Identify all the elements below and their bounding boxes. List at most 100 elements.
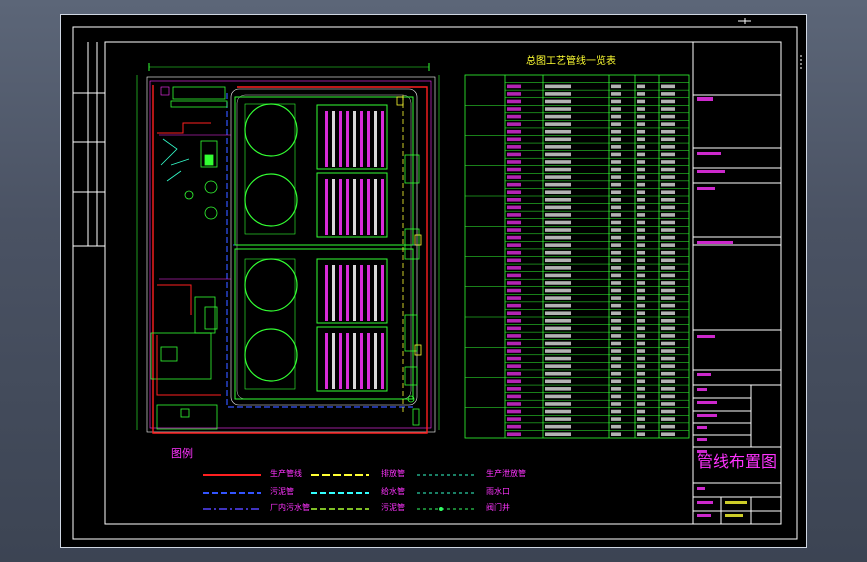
table-cell-text	[611, 250, 621, 255]
table-cell-text	[545, 432, 571, 436]
tank-stripe	[332, 179, 335, 235]
table-cell-text	[661, 167, 675, 172]
table-cell-text	[611, 167, 621, 172]
tank-stripe	[339, 179, 342, 235]
table-cell-text	[507, 281, 521, 285]
table-cell-text	[507, 220, 521, 225]
table-cell-text	[507, 152, 521, 157]
table-cell-text	[661, 145, 675, 149]
table-cell-text	[611, 266, 621, 270]
table-cell-text	[507, 319, 521, 323]
table-cell-text	[637, 243, 645, 247]
tank-stripe	[325, 333, 328, 389]
table-cell-text	[545, 409, 571, 414]
table-cell-text	[661, 379, 675, 384]
table-cell-text	[545, 311, 571, 315]
table-cell-text	[507, 182, 521, 187]
tank-stripe	[374, 333, 377, 389]
tank-stripe	[381, 333, 384, 389]
table-cell-text	[637, 84, 645, 89]
outer-frame	[72, 26, 798, 540]
table-cell-text	[637, 92, 645, 96]
clarifier-tanks	[244, 103, 298, 382]
table-cell-text	[545, 273, 571, 278]
table-cell-text	[637, 228, 645, 232]
tank-stripe	[367, 111, 370, 167]
table-cell-text	[611, 394, 621, 399]
table-cell-text	[611, 220, 621, 225]
table-cell-text	[637, 107, 645, 111]
table-cell-text	[507, 288, 521, 293]
table-cell-text	[637, 114, 645, 119]
table-cell-text	[661, 349, 675, 353]
table-cell-text	[545, 424, 571, 429]
table-cell-text	[637, 402, 645, 406]
table-cell-text	[611, 349, 621, 353]
legend-label: 生产管线	[270, 469, 302, 478]
table-cell-text	[661, 235, 675, 240]
table-cell-text	[637, 432, 645, 436]
title-block-text-marks	[697, 97, 747, 517]
table-cell-text	[507, 129, 521, 134]
tank-stripe	[367, 333, 370, 389]
tank-stripe	[339, 333, 342, 389]
table-cell-text	[611, 235, 621, 240]
table-cell-text	[545, 402, 571, 406]
tank-stripe	[332, 111, 335, 167]
table-cell-text	[545, 371, 571, 376]
table-cell-text	[661, 326, 675, 331]
table-cell-text	[545, 281, 571, 285]
table-cell-text	[545, 114, 571, 119]
table-cell-text	[545, 84, 571, 89]
table-cell-text	[637, 311, 645, 315]
tank-stripe	[346, 265, 349, 321]
table-cell-text	[611, 432, 621, 436]
table-cell-text	[661, 99, 675, 104]
legend-label: 生产泄放管	[486, 469, 526, 478]
table-cell-text	[661, 114, 675, 119]
table-cell-text	[545, 175, 571, 179]
table-cell-text	[507, 175, 521, 179]
table-cell-text	[661, 334, 675, 338]
table-cell-text	[545, 99, 571, 104]
table-cell-text	[507, 356, 521, 361]
table-cell-text	[611, 205, 621, 210]
table-cell-text	[637, 152, 645, 157]
tank-stripe	[381, 265, 384, 321]
table-cell-text	[507, 273, 521, 278]
table-cell-text	[545, 387, 571, 391]
table-cell-text	[661, 266, 675, 270]
table-cell-text	[507, 432, 521, 436]
table-cell-text	[507, 364, 521, 368]
table-cell-text	[637, 250, 645, 255]
table-cell-text	[545, 364, 571, 368]
equipment-left	[150, 86, 228, 430]
table-cell-text	[661, 394, 675, 399]
table-cell-text	[507, 213, 521, 217]
table-cell-text	[507, 107, 521, 111]
legend-label: 污泥管	[381, 503, 405, 512]
tank-stripe	[360, 333, 363, 389]
table-cell-text	[545, 243, 571, 247]
table-cell-text	[611, 99, 621, 104]
table-cell-text	[661, 228, 675, 232]
table-cell-text	[545, 334, 571, 338]
table-cell-text	[661, 122, 675, 126]
table-cell-text	[637, 341, 645, 346]
table-cell-text	[611, 303, 621, 308]
table-cell-text	[611, 371, 621, 376]
table-cell-text	[637, 160, 645, 164]
table-cell-text	[611, 334, 621, 338]
table-cell-text	[661, 258, 675, 263]
table-cell-text	[611, 311, 621, 315]
tank-stripe	[332, 333, 335, 389]
table-cell-text	[507, 394, 521, 399]
table-cell-text	[507, 137, 521, 142]
table-cell-text	[611, 319, 621, 323]
table-cell-text	[545, 213, 571, 217]
table-cell-text	[545, 266, 571, 270]
table-cell-text	[611, 175, 621, 179]
table-cell-text	[507, 145, 521, 149]
table-cell-text	[661, 356, 675, 361]
table-cell-text	[637, 356, 645, 361]
